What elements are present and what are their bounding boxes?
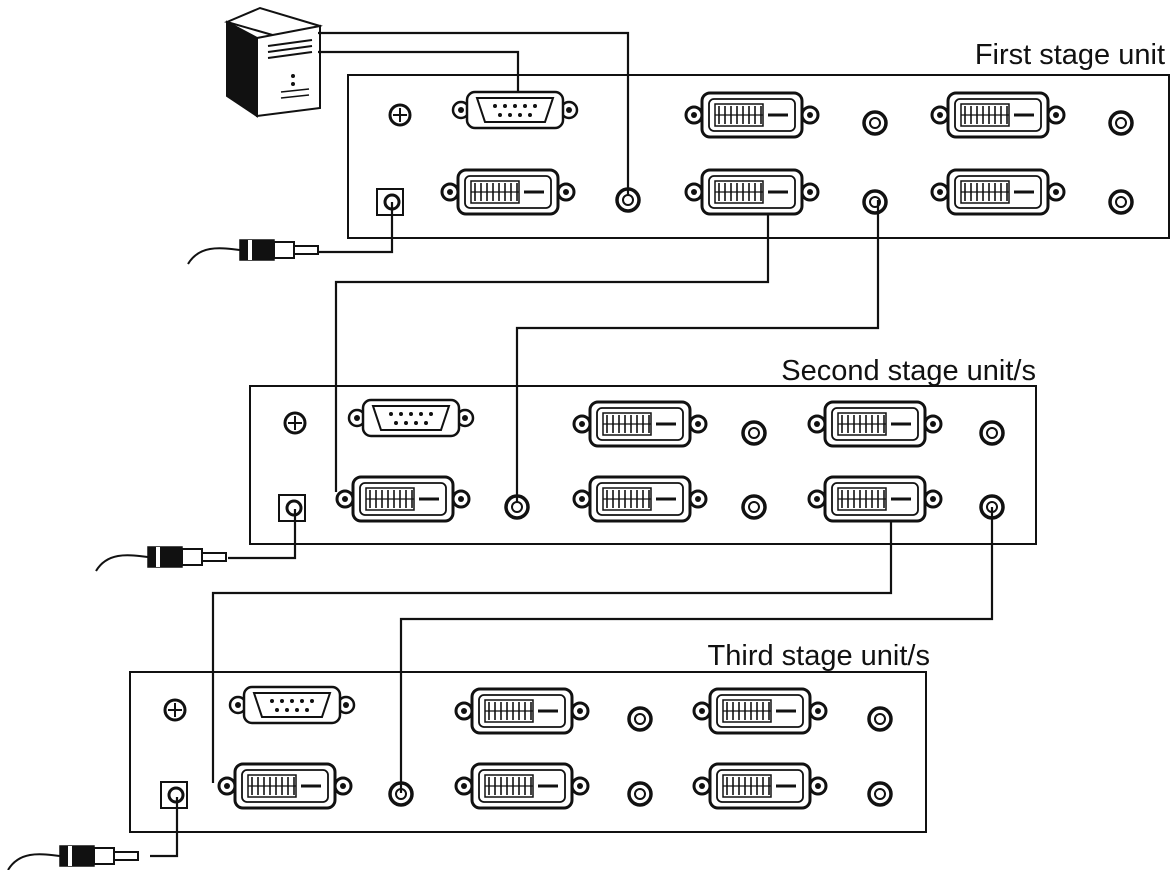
first-audio-jack-top-2: [1108, 110, 1134, 136]
first-power-jack: [376, 188, 404, 216]
third-audio-jack-bottom-2: [867, 781, 893, 807]
pc-to-audio-cable: [318, 31, 630, 195]
first-dvi-port-top-2: [930, 91, 1066, 139]
second-serial-port: [347, 398, 475, 438]
pc-to-serial-cable: [318, 50, 520, 92]
second-dvi-port-bottom-1: [572, 475, 708, 523]
third-audio-jack-top-2: [867, 706, 893, 732]
second-to-third-audio-cable: [399, 507, 994, 793]
third-stage-label: Third stage unit/s: [708, 640, 930, 672]
second-stage-label: Second stage unit/s: [781, 355, 1036, 387]
third-dvi-port-bottom-2: [692, 762, 828, 810]
second-audio-jack-bottom-1: [741, 494, 767, 520]
first-serial-port: [451, 90, 579, 130]
second-dvi-port-bottom-2: [807, 475, 943, 523]
third-dvi-port-console: [217, 762, 353, 810]
third-audio-jack-console: [388, 781, 414, 807]
first-ground-screw-icon: [388, 103, 412, 127]
first-dvi-port-bottom-1: [684, 168, 820, 216]
second-dvi-port-top-2: [807, 400, 943, 448]
first-to-second-dvi-cable: [334, 215, 770, 492]
cables: [150, 31, 994, 858]
third-serial-port: [228, 685, 356, 725]
second-ground-screw-icon: [283, 411, 307, 435]
third-audio-jack-top-1: [627, 706, 653, 732]
first-audio-jack-top-1: [862, 110, 888, 136]
third-ground-screw-icon: [163, 698, 187, 722]
computer-icon: [224, 6, 323, 118]
second-audio-jack-top-2: [979, 420, 1005, 446]
first-stage-label: First stage unit: [975, 39, 1165, 71]
third-dvi-port-top-2: [692, 687, 828, 735]
second-dvi-port-console: [335, 475, 471, 523]
third-dvi-port-top-1: [454, 687, 590, 735]
first-dvi-port-top-1: [684, 91, 820, 139]
third-power-jack: [160, 781, 188, 809]
first-dvi-port-bottom-2: [930, 168, 1066, 216]
third-power-cable: [150, 797, 179, 858]
first-audio-jack-bottom-2: [1108, 189, 1134, 215]
third-dvi-port-bottom-1: [454, 762, 590, 810]
second-to-third-dvi-cable: [211, 522, 893, 783]
third-audio-jack-bottom-1: [627, 781, 653, 807]
second-audio-jack-top-1: [741, 420, 767, 446]
first-dvi-port-console: [440, 168, 576, 216]
second-power-adapter-icon: [95, 546, 227, 572]
first-to-second-audio-cable: [515, 200, 880, 502]
third-power-adapter-icon: [7, 845, 139, 870]
first-power-cable: [298, 202, 394, 254]
second-dvi-port-top-1: [572, 400, 708, 448]
second-power-jack: [278, 494, 306, 522]
first-audio-jack-bottom-1: [862, 189, 888, 215]
second-power-cable: [228, 509, 297, 560]
first-power-adapter-icon: [187, 239, 319, 265]
